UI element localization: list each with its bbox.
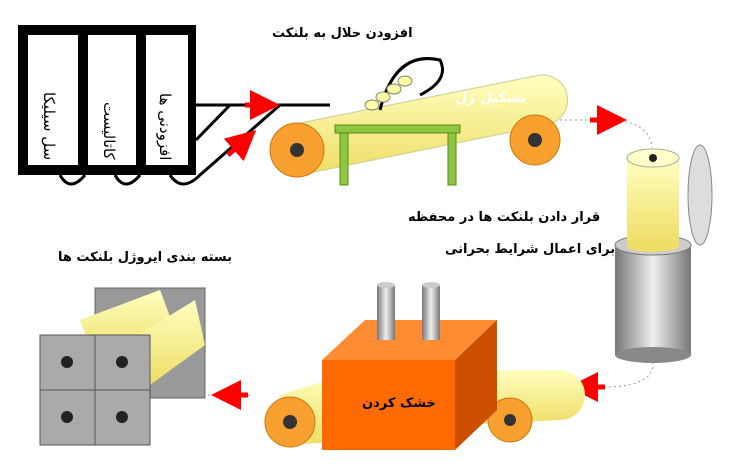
chamber-label-line1: قرار دادن بلنکت ها در محفظه [408,210,601,225]
catalyst-label: کاتالیست [100,102,118,160]
packaged-blankets [39,287,206,446]
catalyst-tank [88,35,136,165]
drying-label: خشک کردن [362,396,436,411]
dotted-path-2 [500,361,654,388]
silica-sol-label: سل سیلیکا [40,91,58,160]
red-arrow-feed-2 [223,130,257,162]
gel-formation-label: تشکیل ژل [455,90,526,106]
additives-tank [146,35,188,165]
packaging-label: بسته بندی ایروژل بلنکت ها [58,250,232,265]
add-solvent-label: افزودن حلال به بلنکت [272,26,413,41]
gel-conveyor [269,57,569,186]
additives-label: افزودنی ها [156,92,174,160]
silica-sol-tank [28,35,78,165]
dotted-path-1 [560,119,653,149]
drying-unit [264,282,585,450]
supercritical-chamber [614,144,713,363]
chamber-label-line2: برای اعمال شرایط بحرانی [445,242,616,257]
